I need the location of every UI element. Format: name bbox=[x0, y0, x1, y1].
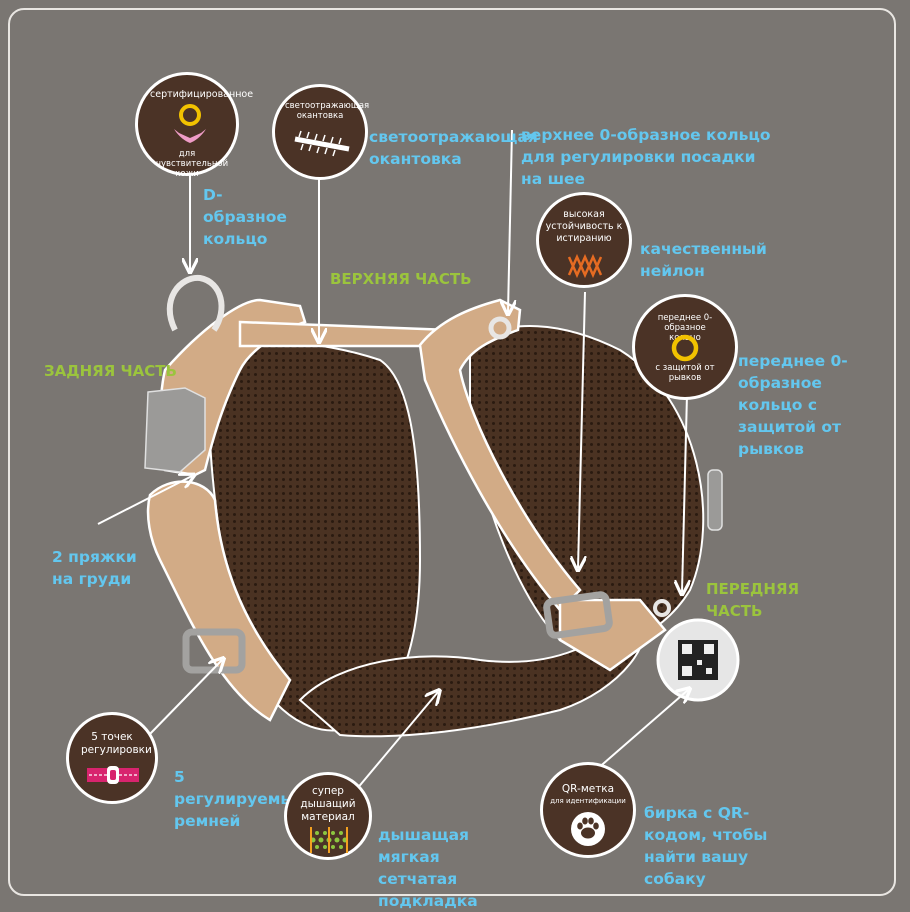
reflective-stripe-icon bbox=[294, 130, 350, 157]
buckles bbox=[144, 387, 723, 674]
paw-icon bbox=[571, 812, 605, 846]
label-straps: 5 регулируемых ремней bbox=[174, 768, 305, 830]
label-d-ring: D-образное кольцо bbox=[203, 186, 287, 248]
label-mesh: дышащая мягкая сетчатая подкладка bbox=[378, 826, 478, 910]
badge-reflective: светоотражающая окантовка bbox=[272, 84, 370, 180]
badge-adjust: 5 точек регулировки bbox=[66, 712, 158, 804]
nylon-weave-icon bbox=[567, 253, 603, 279]
label-nylon: качественный нейлон bbox=[640, 240, 767, 280]
mesh-air-icon bbox=[310, 827, 348, 853]
badge-qr-sub: для идентификации bbox=[550, 797, 626, 805]
badge-certified-top: сертифицированное bbox=[150, 89, 254, 100]
badge-qr-title: QR-метка bbox=[561, 783, 615, 795]
badge-abrasion-text: высокая устойчивость к истиранию bbox=[545, 209, 623, 244]
o-ring-icon bbox=[671, 334, 699, 362]
badge-reflective-text: светоотражающая окантовка bbox=[285, 101, 370, 121]
label-front-ring: переднее 0-образное кольцо с защитой от … bbox=[738, 352, 848, 458]
top-o-ring bbox=[488, 316, 512, 340]
pink-strap-icon bbox=[87, 766, 139, 784]
badge-front-ring: переднее 0-образное кольцо с защитой от … bbox=[632, 294, 738, 400]
badge-qr: QR-метка для идентификации bbox=[540, 762, 636, 858]
section-back: ЗАДНЯЯ ЧАСТЬ bbox=[44, 362, 177, 380]
badge-abrasion: высокая устойчивость к истиранию bbox=[536, 192, 632, 288]
qr-tag bbox=[656, 618, 740, 702]
harness-straps bbox=[146, 298, 667, 722]
label-buckles: 2 пряжки на груди bbox=[52, 548, 137, 588]
label-top-ring: верхнее 0-образное кольцо для регулировк… bbox=[521, 126, 771, 188]
pointer-lines bbox=[97, 129, 688, 791]
label-reflective: светоотражающая окантовка bbox=[369, 128, 538, 168]
d-ring bbox=[166, 274, 225, 332]
front-o-ring bbox=[653, 599, 671, 617]
badge-breathable-text: супер дышащий материал bbox=[300, 785, 356, 823]
rounded-frame bbox=[8, 8, 896, 896]
label-qr-tag: бирка с QR-кодом, чтобы найти вашу собак… bbox=[644, 804, 768, 888]
hands-ring-icon bbox=[174, 104, 206, 143]
badge-front-ring-bottom: с защитой от рывков bbox=[655, 363, 715, 383]
section-top: ВЕРХНЯЯ ЧАСТЬ bbox=[330, 270, 472, 288]
badge-certified-bottom: для чувствительной кожи bbox=[156, 149, 229, 179]
badge-certified: сертифицированное для чувствительной кож… bbox=[135, 72, 254, 179]
badge-adjust-text: 5 точек регулировки bbox=[81, 731, 152, 756]
section-front: ПЕРЕДНЯЯ ЧАСТЬ bbox=[706, 580, 800, 620]
badge-breathable: супер дышащий материал bbox=[284, 772, 372, 860]
